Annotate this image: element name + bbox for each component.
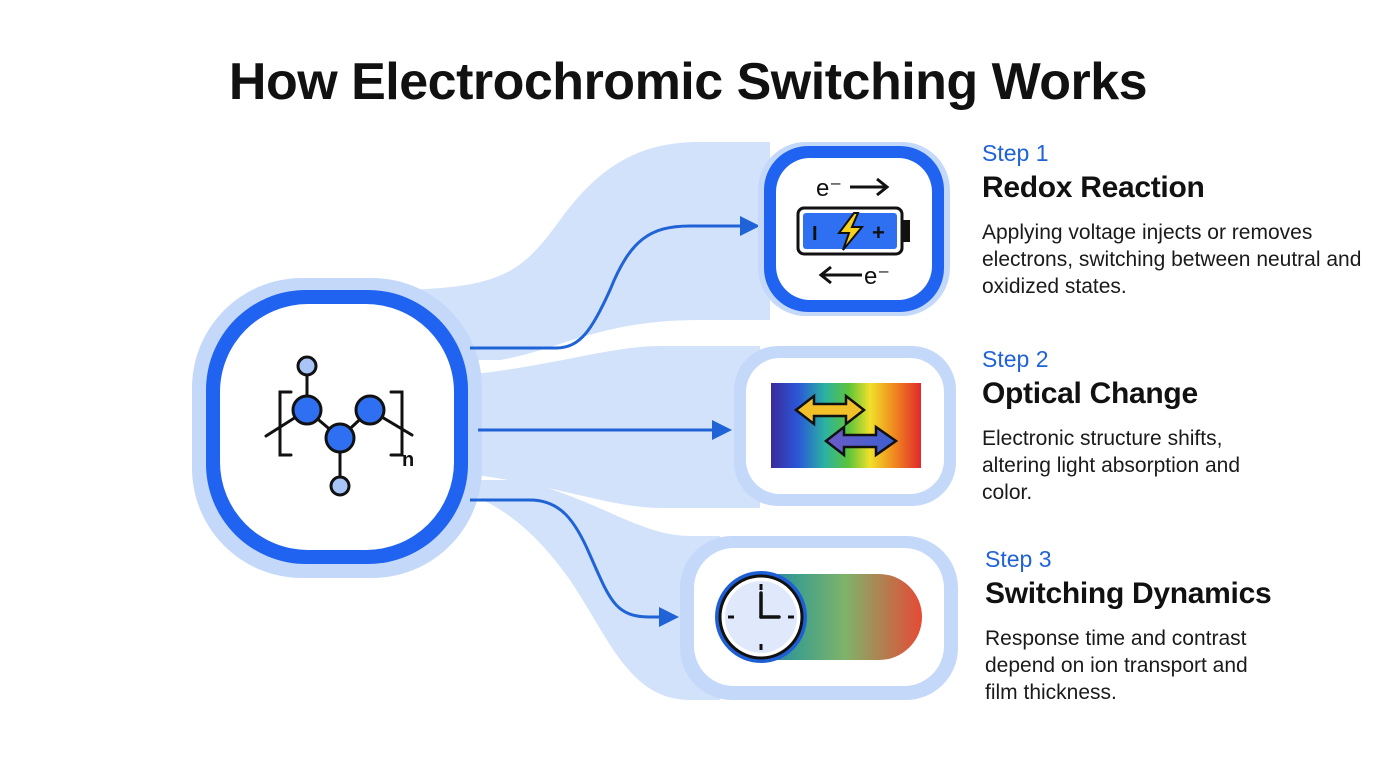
step-label: Step 3 — [985, 546, 1052, 572]
electron-bottom-label: e⁻ — [864, 263, 890, 290]
central-node: n — [192, 278, 482, 578]
step-2-node — [734, 346, 956, 506]
spectrum-arrows-icon — [771, 383, 921, 468]
step-title: Redox Reaction — [982, 171, 1205, 204]
arrowheads — [659, 216, 760, 627]
band-step-2 — [400, 346, 760, 508]
clock-gradient-icon — [715, 571, 922, 663]
band-step-3 — [380, 480, 720, 700]
step-2-text: Step 2 Optical Change Electronic structu… — [982, 346, 1362, 506]
polymer-subscript: n — [402, 449, 414, 471]
page-title: How Electrochromic Switching Works — [228, 53, 1148, 111]
arrow-to-step-3 — [470, 498, 662, 619]
connector-arrows — [470, 224, 742, 619]
arrow-to-step-1 — [470, 224, 742, 350]
step-1-node: e⁻ I + e⁻ — [758, 142, 950, 316]
battery-minus-label: I — [812, 223, 818, 245]
band-step-1 — [380, 142, 770, 360]
step-description: Response time and contrast depend on ion… — [985, 627, 1248, 704]
battery-electron-flow-icon: e⁻ I + e⁻ — [796, 175, 910, 290]
step-label: Step 1 — [982, 140, 1049, 166]
electron-top-label: e⁻ — [816, 175, 842, 202]
step-3-node — [680, 536, 958, 700]
step-1-text: Step 1 Redox Reaction Applying voltage i… — [982, 140, 1362, 300]
step-description: Electronic structure shifts, altering li… — [982, 427, 1241, 504]
step-3-text: Step 3 Switching Dynamics Response time … — [985, 546, 1365, 706]
step-title: Optical Change — [982, 377, 1198, 410]
polymer-structure-icon — [264, 355, 414, 497]
step-label: Step 2 — [982, 346, 1049, 372]
lightning-icon — [837, 212, 865, 251]
connector-bands — [380, 142, 770, 700]
battery-plus-label: + — [872, 220, 885, 245]
step-description: Applying voltage injects or removes elec… — [982, 221, 1362, 298]
step-title: Switching Dynamics — [985, 577, 1272, 610]
